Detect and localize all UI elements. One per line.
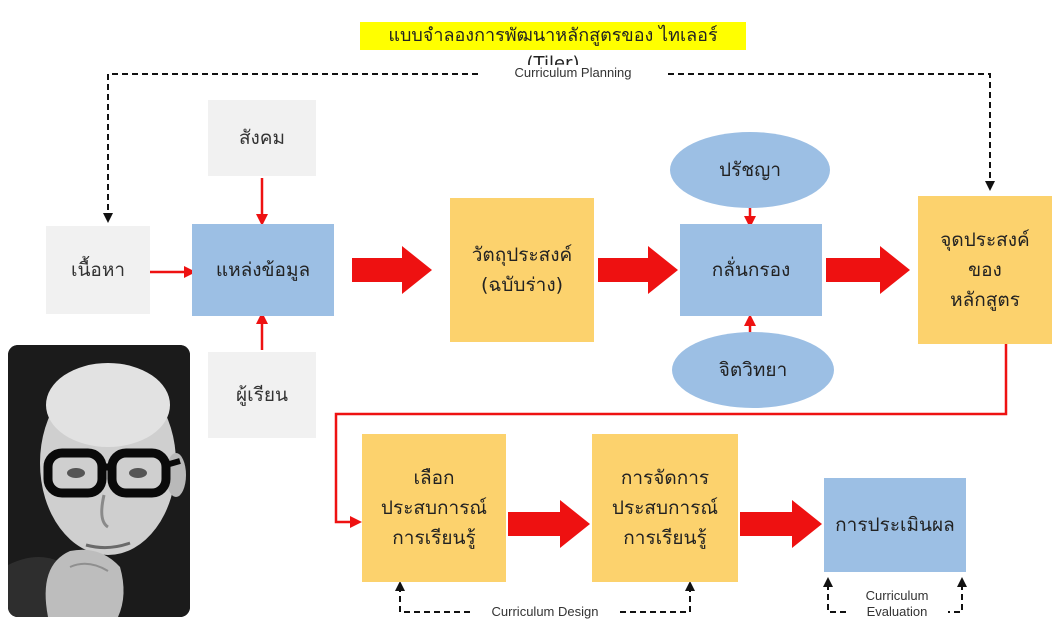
society-box: สังคม [208, 100, 316, 176]
diagram-title: แบบจำลองการพัฒนาหลักสูตรของ ไทเลอร์ (Til… [360, 22, 746, 74]
big-arrow-select-to-organize [508, 500, 590, 548]
curriculum-design-label: Curriculum Design [470, 604, 620, 619]
select-line1: เลือก [413, 467, 455, 489]
big-arrow-objectives-to-screening [598, 246, 678, 294]
content-box: เนื้อหา [46, 226, 150, 314]
psychology-ellipse: จิตวิทยา [672, 332, 834, 408]
organize-line3: การเรียนรู้ [623, 527, 707, 549]
big-arrow-screening-to-goals [826, 246, 910, 294]
design-dashed-left [395, 581, 470, 613]
select-line2: ประสบการณ์ [380, 497, 488, 519]
screening-box: กลั่นกรอง [680, 224, 822, 316]
philosophy-ellipse: ปรัชญา [670, 132, 830, 208]
curriculum-evaluation-label: Curriculum Evaluation [846, 588, 948, 620]
select-line3: การเรียนรู้ [392, 527, 476, 549]
evaluation-box: การประเมินผล [824, 478, 966, 572]
arrow-goals-to-select [334, 344, 1008, 528]
evaluation-dashed-left [823, 577, 846, 613]
design-dashed-right [620, 581, 695, 613]
curriculum-goals-line2: หลักสูตร [950, 289, 1020, 311]
sources-box: แหล่งข้อมูล [192, 224, 334, 316]
evaluation-label-line2: Evaluation [866, 604, 928, 619]
curriculum-goals-line1: จุดประสงค์ของ [940, 229, 1030, 281]
learner-box: ผู้เรียน [208, 352, 316, 438]
portrait-illustration [8, 345, 190, 617]
big-arrow-sources-to-objectives [352, 246, 432, 294]
draft-objectives-box: วัตถุประสงค์ (ฉบับร่าง) [450, 198, 594, 342]
big-arrow-organize-to-evaluation [740, 500, 822, 548]
evaluation-label-line1: Curriculum [865, 588, 929, 603]
evaluation-dashed-right [944, 577, 967, 613]
draft-objectives-line2: (ฉบับร่าง) [480, 274, 564, 296]
curriculum-planning-label: Curriculum Planning [478, 65, 668, 80]
organize-experience-box: การจัดการ ประสบการณ์ การเรียนรู้ [592, 434, 738, 582]
curriculum-goals-box: จุดประสงค์ของ หลักสูตร [918, 196, 1052, 344]
planning-dashed-line-right [668, 73, 995, 191]
portrait-photo [8, 345, 190, 617]
organize-line2: ประสบการณ์ [611, 497, 719, 519]
organize-line1: การจัดการ [620, 467, 710, 489]
planning-dashed-line-left [103, 73, 478, 223]
select-experience-box: เลือก ประสบการณ์ การเรียนรู้ [362, 434, 506, 582]
draft-objectives-line1: วัตถุประสงค์ [471, 244, 573, 266]
